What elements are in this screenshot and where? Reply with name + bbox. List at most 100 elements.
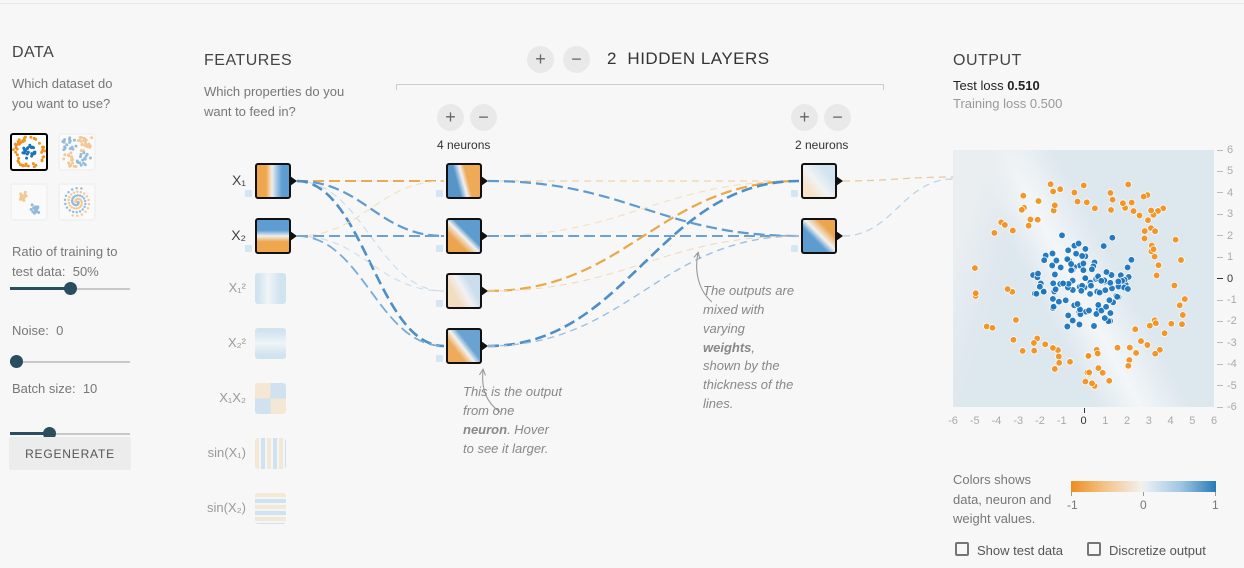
data-point <box>1067 260 1075 268</box>
data-point <box>1086 290 1094 298</box>
feature-node-x1[interactable] <box>255 163 297 199</box>
data-point <box>1123 263 1132 272</box>
batch-slider[interactable] <box>10 427 130 441</box>
feature-node-x2sq[interactable] <box>255 328 286 359</box>
add-layer-button[interactable]: + <box>527 46 554 73</box>
output-section-title: OUTPUT <box>953 52 1022 69</box>
data-point <box>1147 206 1155 215</box>
noise-slider[interactable] <box>10 355 130 369</box>
data-point <box>1026 215 1035 224</box>
weight-line-16[interactable] <box>842 176 954 182</box>
data-section-question: Which dataset do you want to use? <box>12 76 113 111</box>
bias-square <box>436 245 443 252</box>
data-point <box>1072 250 1080 258</box>
weight-line-9[interactable] <box>487 179 800 238</box>
y-tick-label: 3 <box>1217 208 1233 220</box>
data-point <box>1055 352 1063 361</box>
colormap-label-1: 1 <box>1212 498 1219 512</box>
y-tick-label: -4 <box>1217 358 1237 370</box>
data-point <box>1051 285 1060 293</box>
weight-line-17[interactable] <box>842 178 954 237</box>
layer1-remove-neuron-button[interactable]: − <box>470 104 497 131</box>
dataset-thumb-spiral[interactable] <box>58 183 96 221</box>
data-point <box>1106 309 1115 317</box>
data-point <box>1059 279 1067 288</box>
annotation-neuron-pre: This is the output from one <box>463 384 562 418</box>
data-point <box>1143 341 1152 349</box>
hidden2-neuron-1[interactable] <box>801 163 843 199</box>
data-point <box>1049 303 1058 311</box>
data-point <box>1102 303 1110 311</box>
weight-line-2[interactable] <box>296 180 445 292</box>
x-tick-label: 1 <box>1102 415 1109 427</box>
colormap-label-0: 0 <box>1140 498 1147 512</box>
data-point <box>1055 298 1063 306</box>
feature-node-x1x2[interactable] <box>255 383 286 414</box>
feature-node-x2[interactable] <box>255 218 297 254</box>
data-point <box>1097 306 1106 315</box>
data-point <box>1100 242 1108 250</box>
ratio-slider-knob[interactable] <box>64 282 77 295</box>
batch-slider-knob[interactable] <box>43 427 56 440</box>
dataset-thumb-xor[interactable] <box>58 133 96 171</box>
noise-slider-track[interactable] <box>10 361 130 363</box>
test-loss-label: Test loss <box>953 78 1004 93</box>
bias-square <box>436 355 443 362</box>
data-point <box>1030 347 1038 355</box>
training-loss: Training loss 0.500 <box>953 96 1062 111</box>
layer2-add-neuron-button[interactable]: + <box>791 104 818 131</box>
data-point <box>1083 198 1091 206</box>
weight-line-3[interactable] <box>296 179 445 348</box>
data-point <box>1081 377 1090 386</box>
annotation-neuron: This is the output from one neuron. Hove… <box>463 383 563 458</box>
ratio-slider[interactable] <box>10 282 130 296</box>
data-point <box>1094 301 1102 309</box>
data-section-title: DATA <box>12 44 55 61</box>
layer1-add-neuron-button[interactable]: + <box>437 104 464 131</box>
show-test-data-checkbox[interactable] <box>955 542 969 556</box>
hidden1-neuron-3[interactable] <box>446 273 488 309</box>
weight-line-1[interactable] <box>296 179 445 238</box>
weight-line-4[interactable] <box>296 180 445 237</box>
data-point <box>1099 369 1107 377</box>
data-point <box>1079 259 1088 268</box>
data-point <box>1128 198 1136 207</box>
batch-slider-track[interactable] <box>10 433 130 435</box>
discretize-output-label[interactable]: Discretize output <box>1109 543 1206 558</box>
regenerate-button[interactable]: REGENERATE <box>9 437 131 470</box>
weight-line-6[interactable] <box>296 235 445 292</box>
hidden1-neuron-4[interactable] <box>446 328 488 364</box>
noise-slider-label: Noise: 0 <box>12 321 142 341</box>
weight-line-12[interactable] <box>487 179 800 293</box>
remove-layer-button[interactable]: − <box>563 46 590 73</box>
noise-slider-knob[interactable] <box>10 355 23 368</box>
feature-label-x1: X₁ <box>231 172 246 188</box>
data-point <box>1074 239 1083 248</box>
data-point <box>1113 344 1122 352</box>
data-point <box>990 229 999 237</box>
y-tick-label: 6 <box>1217 144 1233 156</box>
layers-bracket <box>396 84 884 90</box>
data-point <box>1171 236 1180 244</box>
data-point <box>1141 227 1149 235</box>
data-point <box>1040 256 1048 264</box>
hidden1-neuron-1[interactable] <box>446 163 488 199</box>
weight-line-10[interactable] <box>487 180 800 237</box>
dataset-thumb-circle[interactable] <box>10 133 48 171</box>
layer2-remove-neuron-button[interactable]: − <box>824 104 851 131</box>
weight-line-7[interactable] <box>296 235 445 347</box>
show-test-data-label[interactable]: Show test data <box>977 543 1063 558</box>
feature-node-x1sq[interactable] <box>255 273 286 304</box>
data-point <box>1075 320 1084 329</box>
feature-node-sinx2[interactable] <box>255 493 286 524</box>
bias-square <box>245 190 252 197</box>
data-point <box>1095 288 1104 297</box>
x-zero-tick <box>1083 408 1085 413</box>
hidden2-neuron-2[interactable] <box>801 218 843 254</box>
hidden1-neuron-2[interactable] <box>446 218 488 254</box>
discretize-output-checkbox[interactable] <box>1087 542 1101 556</box>
dataset-thumb-gaussian[interactable] <box>10 183 48 221</box>
colormap-tick <box>1215 492 1216 496</box>
feature-node-sinx1[interactable] <box>255 438 286 469</box>
data-point <box>1001 221 1009 229</box>
